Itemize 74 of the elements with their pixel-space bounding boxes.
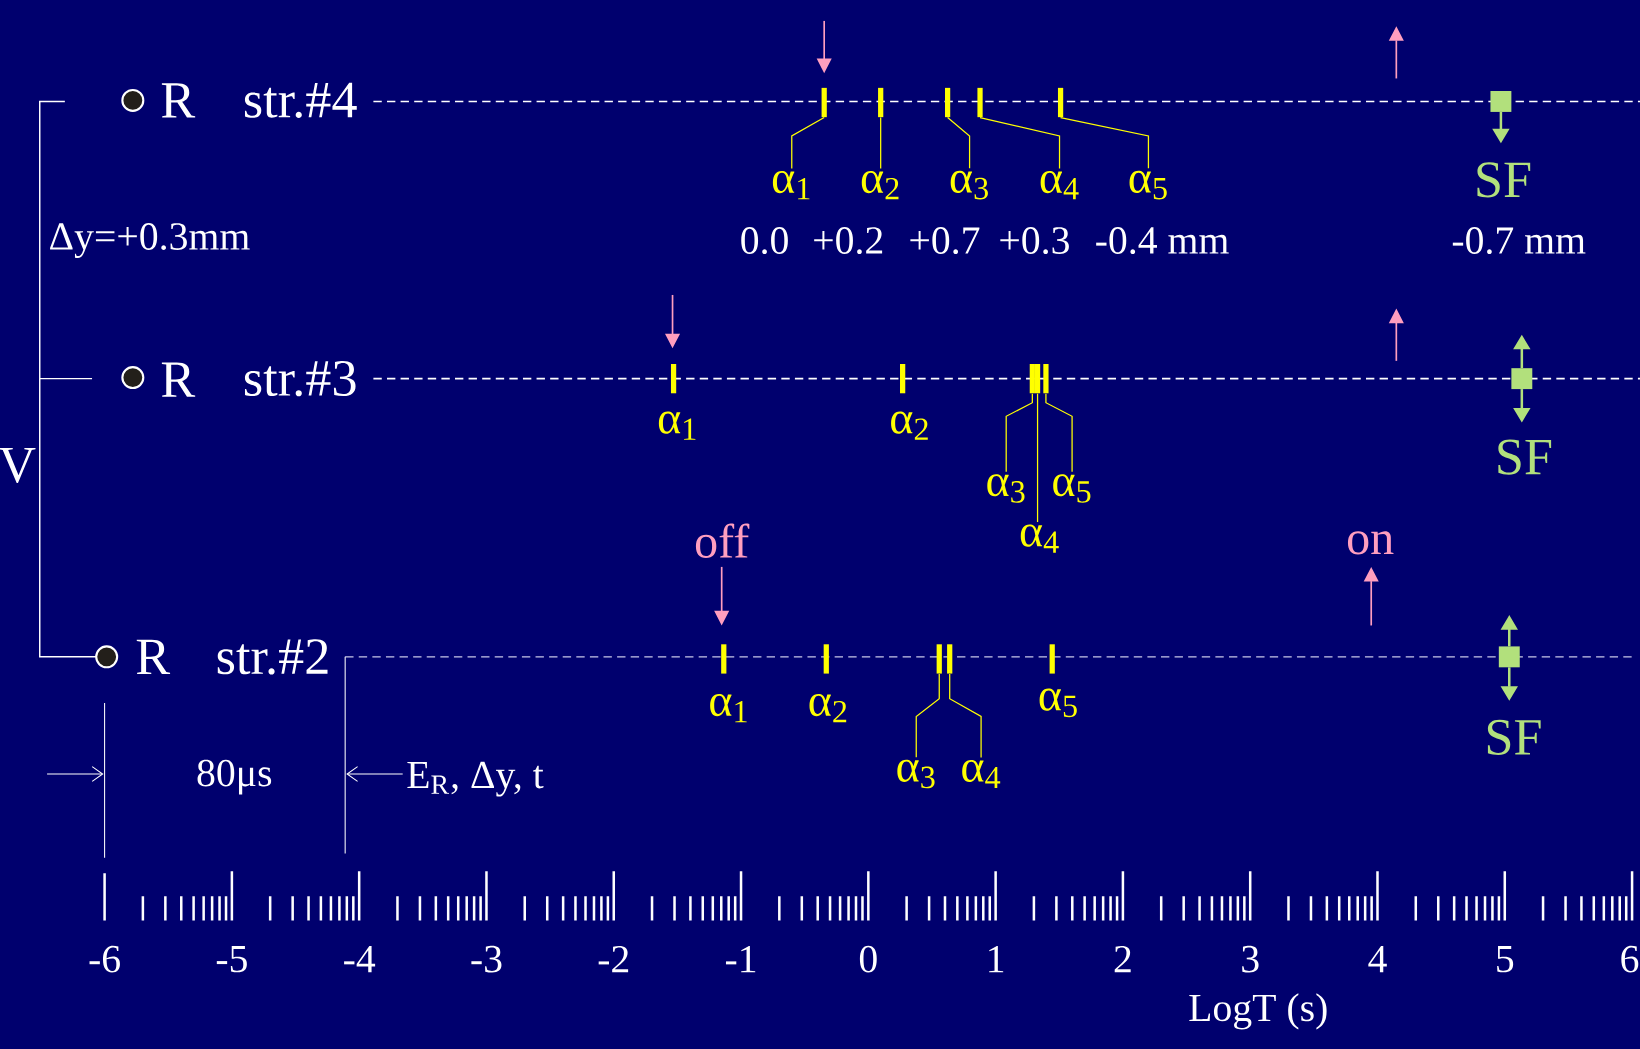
alpha-label: α$_{1}$ [710,693,747,723]
axis-tick-label: 0 [859,945,877,973]
state-label: off [695,523,750,558]
tick-mark [947,644,953,674]
tick-mark [1043,363,1049,394]
tick-mark [1034,363,1041,394]
leader-line [979,116,1061,170]
string-label: str.#4 [244,82,357,118]
string-label: str.#2 [217,639,328,675]
leader-line [1059,116,1150,169]
alpha-label: α$_{4}$ [1020,524,1059,553]
axis-tick-label: -4 [344,946,376,973]
alpha-label: α$_{2}$ [891,411,928,440]
axis-tick-label: -3 [471,945,502,973]
dimension-label: 80μs [197,759,272,795]
alpha-label: α$_{3}$ [950,170,988,200]
tick-mark [977,87,983,118]
alpha-label: α$_{2}$ [809,693,847,723]
leader-line [949,673,982,758]
offset-value: +0.3 [1000,227,1069,255]
tick-mark [1057,87,1064,118]
sf-label: SF [1487,719,1541,755]
alpha-label: α$_{3}$ [987,474,1025,503]
axis-tick-label: 6 [1621,945,1639,973]
tick-mark [1029,363,1035,394]
alpha-label: α$_{5}$ [1053,474,1091,503]
leader-line [1045,393,1073,473]
alpha-label: α$_{4}$ [1040,171,1079,200]
leader-line [915,673,940,758]
tick-mark [945,87,951,118]
axis-tick-label: -6 [89,945,120,973]
axis-tick-label: -2 [598,945,629,973]
state-label: on [1347,531,1394,555]
tick-mark [823,644,829,674]
alpha-label: α$_{4}$ [962,759,1001,789]
terminal-label: R [161,362,196,397]
offset-value: +0.7 [910,227,980,255]
offset-value: -0.4 mm [1096,227,1229,255]
parameter-label: E$_{R}$, Δy, t [407,761,544,797]
leader-line [880,116,882,170]
alpha-label: α$_{1}$ [658,411,696,440]
leader-line [947,116,971,169]
leader-line [791,116,825,170]
tick-mark [878,87,884,118]
axis-tick-label: 5 [1497,945,1514,973]
sf-label: SF [1477,162,1531,198]
tick-mark [900,363,906,394]
alpha-label: α$_{3}$ [897,759,935,789]
offset-value: 0.0 [741,227,788,255]
alpha-label: α$_{2}$ [861,171,899,200]
axis-tick-label: 1 [989,946,1004,973]
tick-mark [670,363,677,394]
sf-label: SF [1498,439,1552,475]
axis-tick-label: 2 [1114,945,1131,973]
axis-title: LogT (s) [1189,993,1327,1030]
offset-label: Δy=+0.3mm [50,223,250,259]
tick-mark [721,644,727,674]
terminal-label: R [136,639,171,674]
leader-line [1005,393,1033,473]
axis-tick-label: 4 [1368,946,1387,973]
tick-mark [1049,644,1055,674]
offset-value: -0.7 mm [1452,227,1586,255]
tick-mark [936,644,942,674]
alpha-label: α$_{5}$ [1129,170,1167,200]
alpha-label: α$_{5}$ [1039,688,1077,718]
leader-line [1036,393,1039,523]
terminal-label: R [161,83,196,118]
tick-mark [821,87,827,118]
axis-tick-label: -1 [725,946,756,973]
axis-tick-label: 3 [1242,945,1259,973]
string-label: str.#3 [244,360,356,397]
axis-tick-label: -5 [216,945,247,973]
offset-value: +0.2 [814,227,883,255]
alpha-label: α$_{1}$ [772,171,810,200]
